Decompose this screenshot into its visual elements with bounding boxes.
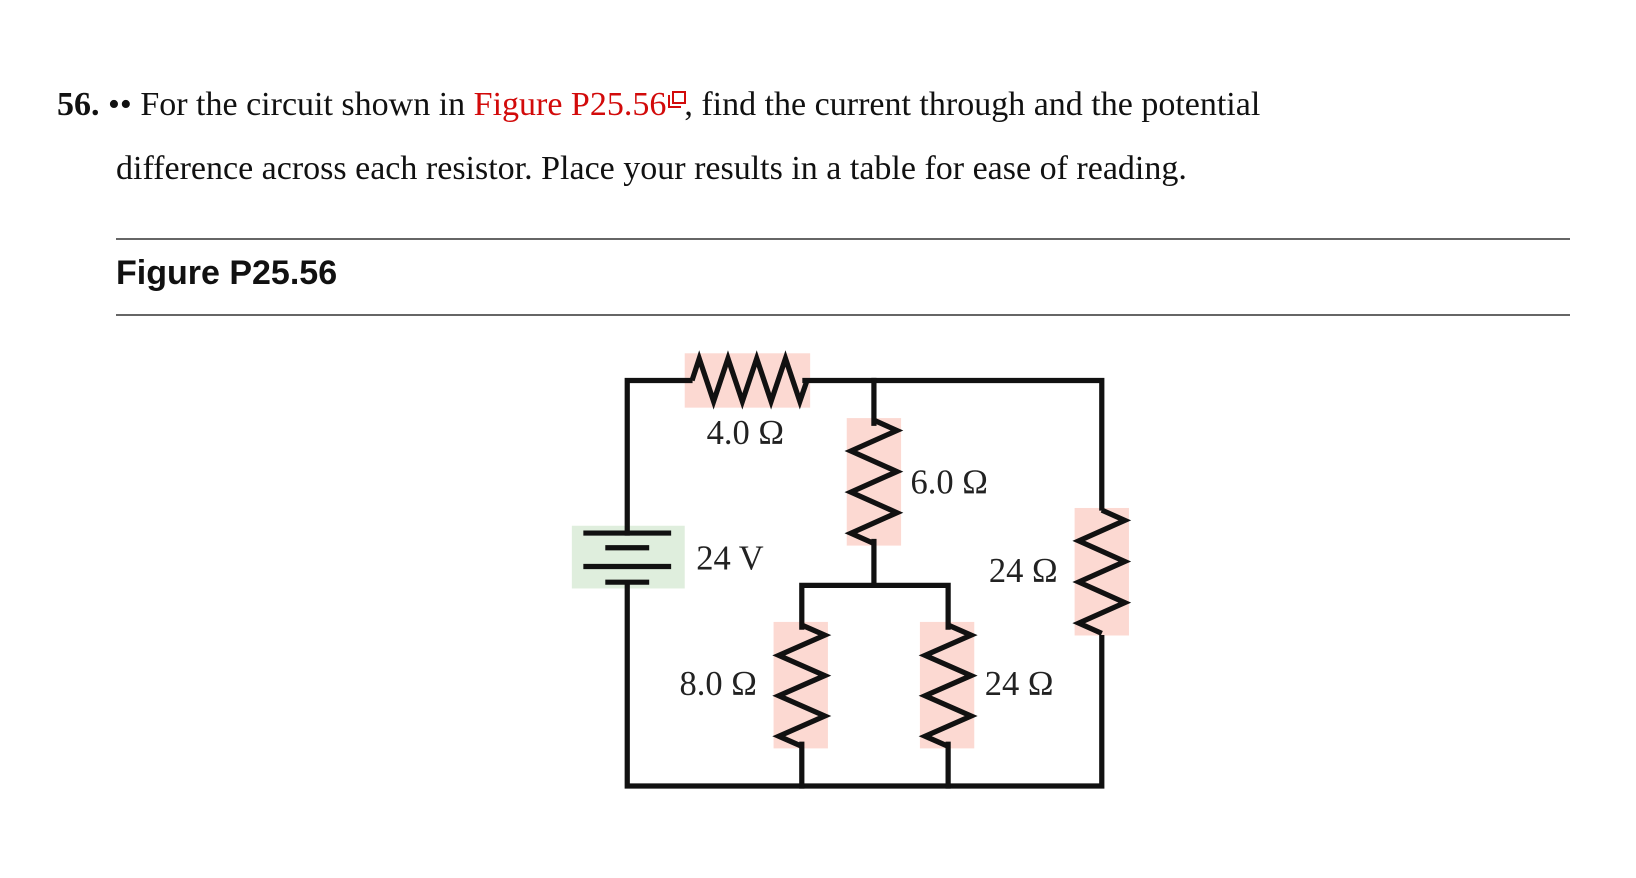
label-24ohm-right: 24 Ω: [989, 552, 1058, 590]
problem-line-2: difference across each resistor. Place y…: [116, 150, 1187, 187]
divider: [116, 314, 1570, 316]
figure-title: Figure P25.56: [116, 254, 338, 292]
problem-line-1: 56. •• For the circuit shown in Figure P…: [57, 86, 1260, 124]
divider: [116, 238, 1570, 240]
resistor-24ohm-right-zigzag: [1072, 507, 1132, 636]
label-6ohm: 6.0 Ω: [911, 463, 988, 501]
wire: [624, 377, 693, 536]
label-24ohm-middle: 24 Ω: [985, 665, 1054, 703]
resistor-4ohm-zigzag: [689, 350, 810, 410]
label-8ohm: 8.0 Ω: [680, 665, 757, 703]
wire: [799, 582, 951, 630]
external-link-icon[interactable]: [668, 91, 687, 108]
label-battery: 24 V: [696, 540, 763, 578]
problem-number: 56.: [57, 86, 100, 123]
resistor-8ohm-zigzag: [772, 622, 832, 749]
problem-text: For the circuit shown in: [140, 86, 466, 123]
wire: [624, 580, 1105, 789]
label-4ohm: 4.0 Ω: [707, 414, 784, 452]
difficulty-dots: ••: [108, 86, 132, 123]
figure-link[interactable]: Figure P25.56: [473, 86, 667, 123]
problem-text-cont: , find the current through and the poten…: [684, 86, 1261, 123]
resistor-6ohm-zigzag: [844, 417, 904, 546]
resistor-24ohm-middle-zigzag: [918, 622, 978, 749]
wire: [802, 377, 1105, 511]
battery-highlight: [571, 525, 685, 589]
